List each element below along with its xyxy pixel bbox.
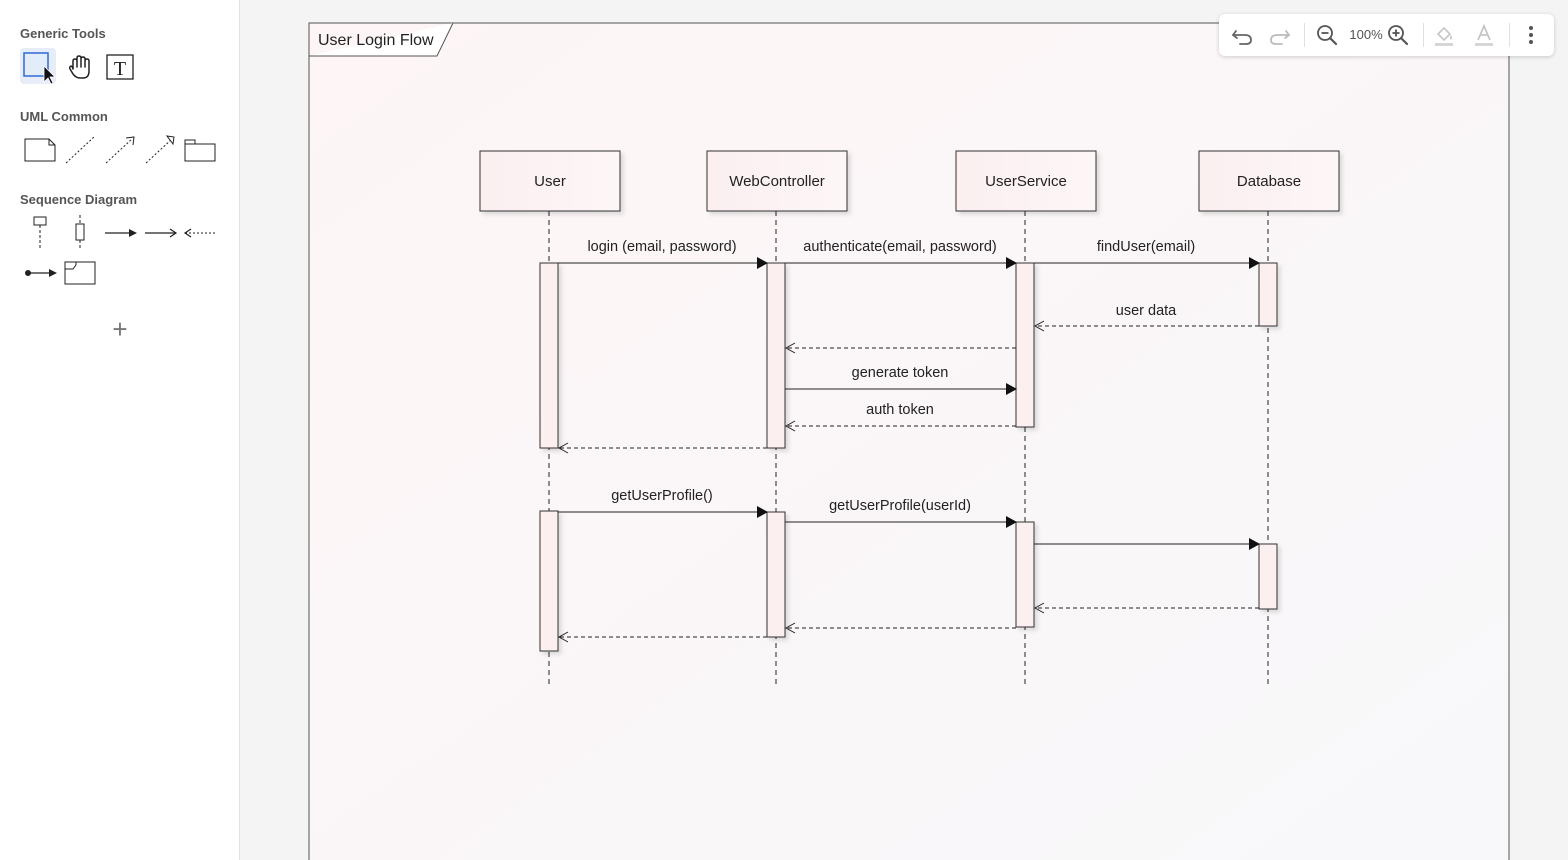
- section-generic-tools: Generic Tools: [20, 26, 106, 41]
- dependency-line-icon: [65, 136, 95, 164]
- lifeline-user[interactable]: User: [479, 150, 621, 212]
- zoom-out-button[interactable]: [1312, 20, 1342, 50]
- lifeline-label-user: User: [534, 173, 566, 190]
- frame-icon: [64, 261, 96, 285]
- activation-user-1[interactable]: [539, 262, 559, 449]
- message-label-getuserprofile: getUserProfile(): [611, 488, 713, 504]
- fill-color-button[interactable]: [1429, 20, 1459, 50]
- package-tool[interactable]: [182, 132, 218, 168]
- return-message-tool[interactable]: [182, 214, 218, 250]
- dashed-arrow-icon: [105, 136, 135, 164]
- tool-palette: Generic Tools T UML Common: [0, 0, 240, 860]
- lifeline-label-database: Database: [1237, 173, 1301, 190]
- message-authenticate[interactable]: authenticate(email, password): [785, 239, 1017, 269]
- toolbar-separator: [1509, 23, 1510, 47]
- message-label-auth-token: auth token: [866, 402, 934, 418]
- hand-icon: [68, 55, 90, 79]
- redo-button[interactable]: [1265, 20, 1295, 50]
- zoom-in-button[interactable]: [1383, 20, 1413, 50]
- floating-toolbar: 100%: [1219, 14, 1554, 56]
- async-arrow-icon: [145, 228, 178, 238]
- activation-user-2[interactable]: [539, 510, 559, 652]
- activation-bars: [539, 262, 1278, 652]
- activation-webcontroller-1[interactable]: [766, 262, 786, 449]
- message-auth-token[interactable]: auth token: [784, 402, 1016, 432]
- lifeline-label-webcontroller: WebController: [729, 173, 825, 190]
- lifeline-webcontroller[interactable]: WebController: [706, 150, 848, 212]
- message-return-database[interactable]: [1033, 602, 1259, 614]
- frame[interactable]: User Login Flow: [308, 22, 1510, 860]
- lifeline-label-userservice: UserService: [985, 173, 1067, 190]
- add-shape-button[interactable]: +: [112, 314, 128, 344]
- dependency-tool[interactable]: [62, 132, 98, 168]
- note-tool[interactable]: [22, 132, 58, 168]
- undo-button[interactable]: [1227, 20, 1257, 50]
- directed-association-tool[interactable]: [142, 132, 178, 168]
- message-label-generate-token: generate token: [852, 365, 949, 381]
- note-icon: [24, 138, 56, 162]
- toolbar-separator: [1304, 23, 1305, 47]
- lifeline-database[interactable]: Database: [1198, 150, 1340, 212]
- found-message-icon: [25, 269, 57, 277]
- activation-userservice-2[interactable]: [1015, 521, 1035, 628]
- message-label-authenticate: authenticate(email, password): [803, 239, 996, 255]
- sync-message-tool[interactable]: [102, 214, 138, 250]
- message-getuserprofile-userid[interactable]: getUserProfile(userId): [785, 498, 1017, 528]
- zoom-out-icon: [1317, 25, 1338, 46]
- text-tool[interactable]: T: [102, 49, 138, 85]
- activation-userservice-1[interactable]: [1015, 262, 1035, 428]
- message-label-finduser: findUser(email): [1097, 239, 1195, 255]
- fill-color-icon: [1435, 26, 1453, 46]
- text-color-button[interactable]: [1469, 20, 1499, 50]
- frame-title: User Login Flow: [318, 32, 434, 49]
- lifeline-tool[interactable]: [22, 214, 58, 250]
- activation-database-2[interactable]: [1258, 543, 1278, 610]
- zoom-level: 100%: [1349, 27, 1383, 42]
- zoom-in-icon: [1388, 25, 1409, 46]
- message-query-database[interactable]: [1034, 538, 1260, 550]
- redo-icon: [1270, 30, 1290, 45]
- package-icon: [184, 139, 216, 162]
- message-return-auth[interactable]: [784, 342, 1016, 354]
- undo-icon: [1232, 30, 1252, 45]
- more-options-button[interactable]: [1516, 20, 1546, 50]
- text-tool-icon: T: [106, 54, 134, 80]
- activation-webcontroller-2[interactable]: [766, 511, 786, 638]
- message-label-getuserprofile-userid: getUserProfile(userId): [829, 498, 971, 514]
- toolbar-separator: [1423, 23, 1424, 47]
- text-color-icon: [1475, 23, 1493, 46]
- message-generate-token[interactable]: generate token: [785, 365, 1017, 395]
- return-arrow-icon: [183, 228, 215, 238]
- message-return-profile[interactable]: [557, 631, 767, 643]
- select-tool[interactable]: [20, 48, 56, 84]
- hand-tool[interactable]: [62, 49, 98, 85]
- lifeline-userservice[interactable]: UserService: [955, 150, 1097, 212]
- message-return-login[interactable]: [557, 442, 767, 454]
- async-message-tool[interactable]: [142, 214, 178, 250]
- message-getuserprofile[interactable]: getUserProfile(): [558, 488, 768, 518]
- message-user-data[interactable]: user data: [1033, 303, 1259, 332]
- select-icon: [23, 52, 56, 84]
- association-tool[interactable]: [102, 132, 138, 168]
- lifeline-icon: [33, 216, 47, 249]
- activation-database-1[interactable]: [1258, 262, 1278, 327]
- message-label-login: login (email, password): [587, 239, 736, 255]
- diagram-canvas[interactable]: User Login Flow User WebController UserS…: [241, 0, 1568, 860]
- message-login[interactable]: login (email, password): [558, 239, 768, 269]
- dashed-open-arrow-icon: [145, 135, 175, 164]
- more-vert-icon: [1529, 26, 1533, 44]
- activation-tool[interactable]: [62, 214, 98, 250]
- svg-text:T: T: [114, 58, 126, 80]
- frame-tool[interactable]: [62, 255, 98, 291]
- activation-icon: [75, 215, 85, 249]
- sync-arrow-icon: [105, 229, 137, 237]
- found-message-tool[interactable]: [22, 255, 58, 291]
- message-finduser[interactable]: findUser(email): [1034, 239, 1260, 269]
- message-label-user-data: user data: [1116, 303, 1177, 319]
- section-sequence-diagram: Sequence Diagram: [20, 192, 138, 207]
- message-return-userservice[interactable]: [784, 622, 1016, 634]
- sequence-diagram: User Login Flow User WebController UserS…: [308, 22, 1510, 860]
- section-uml-common: UML Common: [20, 109, 108, 124]
